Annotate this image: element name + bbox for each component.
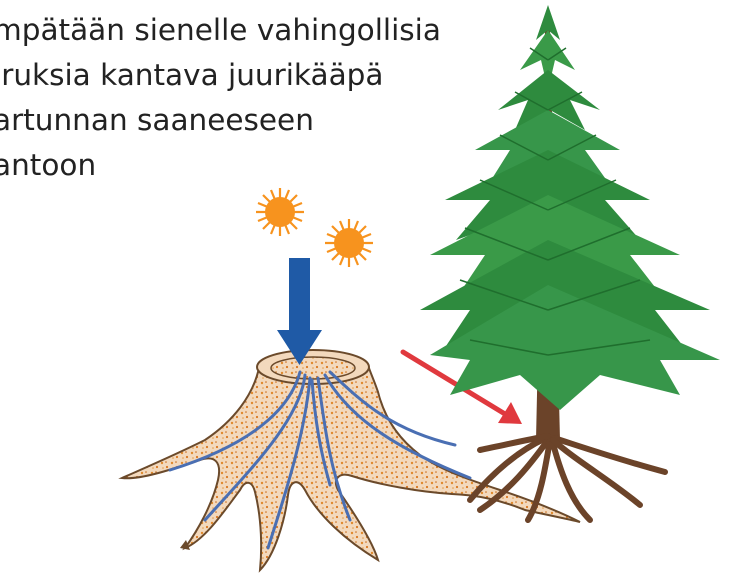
arrow-down-icon — [277, 258, 322, 365]
spore-icon — [256, 188, 304, 236]
spore-icon — [325, 219, 373, 267]
spruce-tree-icon — [420, 5, 720, 520]
